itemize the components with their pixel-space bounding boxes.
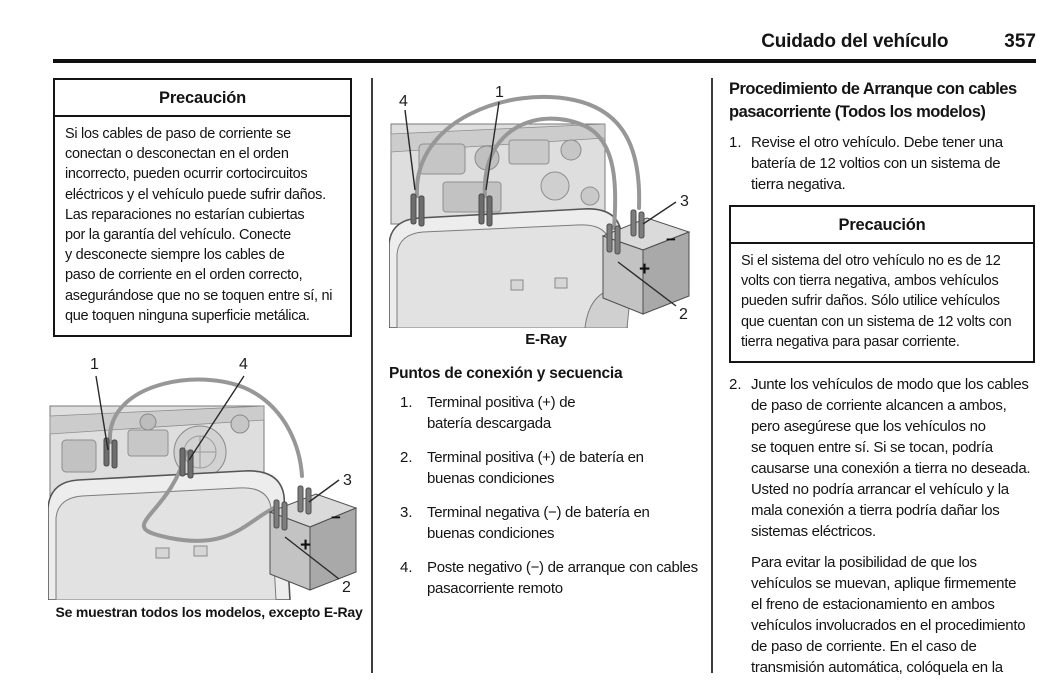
connections-heading: Puntos de conexión y secuencia [389, 365, 623, 382]
list-item: 4. Poste negativo (−) de arranque con ca… [389, 557, 703, 599]
continuation-paragraph: Para evitar la posibilidad de que los ve… [751, 554, 1026, 677]
caution-box-system: Precaución Si el sistema del otro vehícu… [729, 205, 1035, 364]
jumper-cable-illustration-eray: − + 4 1 3 2 [389, 84, 691, 328]
column-middle: − + 4 1 3 2 E-Ray Puntos de conexión y s… [389, 78, 703, 612]
list-item: 2. Terminal positiva (+) de batería en b… [389, 447, 703, 489]
battery-minus-icon: − [666, 230, 676, 249]
step-text: Revise el otro vehículo. Debe tener una … [751, 134, 1003, 193]
callout-label-4: 4 [239, 356, 248, 373]
figure-caption-standard: Se muestran todos los modelos, excepto E… [55, 604, 363, 621]
callout-label-4: 4 [399, 93, 408, 110]
column-left: Precaución Si los cables de paso de corr… [48, 78, 363, 620]
list-item-number: 4. [400, 559, 413, 576]
connection-list: 1. Terminal positiva (+) de batería desc… [389, 392, 703, 599]
page-number: 357 [1004, 31, 1036, 52]
list-item-number: 1. [400, 394, 413, 411]
column-divider-1 [371, 78, 373, 673]
page-header: Cuidado del vehículo 357 [53, 31, 1036, 53]
list-item-number: 3. [400, 504, 413, 521]
list-item: 3. Terminal negativa (−) de batería en b… [389, 502, 703, 544]
battery [601, 209, 691, 315]
callout-lines [95, 375, 340, 580]
procedure-heading: Procedimiento de Arranque con cables pas… [729, 80, 1017, 121]
callout-label-2: 2 [342, 579, 351, 596]
caution-box-order: Precaución Si los cables de paso de corr… [53, 78, 352, 338]
cable-clamps-bay [410, 193, 493, 227]
callout-label-3: 3 [343, 472, 352, 489]
trunk-tub [48, 470, 291, 601]
step-text: Junte los vehículos de modo que los cabl… [751, 376, 1031, 541]
callout-lines [404, 101, 677, 307]
battery-plus-icon: + [639, 259, 650, 280]
figure-standard-models: − + 1 4 3 2 Se muestran todos los modelo… [48, 350, 370, 620]
callout-label-1: 1 [495, 84, 504, 101]
callout-label-1: 1 [90, 356, 99, 373]
caution-title: Precaución [731, 207, 1033, 244]
list-item-text: Terminal positiva (+) de batería en buen… [427, 449, 644, 487]
list-item: 1. Terminal positiva (+) de batería desc… [389, 392, 703, 434]
caution-body: Si el sistema del otro vehículo no es de… [741, 253, 1012, 350]
step-item-1: 1. Revise el otro vehículo. Debe tener u… [729, 132, 1035, 195]
list-item-text: Terminal positiva (+) de batería descarg… [427, 394, 576, 432]
jumper-cable-illustration-standard: − + 1 4 3 2 [48, 356, 358, 601]
header-rule [53, 59, 1036, 63]
list-item-number: 2. [400, 449, 413, 466]
caution-title: Precaución [55, 80, 350, 117]
column-right: Procedimiento de Arranque con cables pas… [729, 78, 1035, 678]
battery-minus-icon: − [331, 508, 341, 527]
jumper-cables [107, 377, 304, 543]
caution-body: Si los cables de paso de corriente se co… [65, 126, 333, 324]
figure-caption-eray: E-Ray [525, 331, 567, 348]
jumper-cables [414, 94, 642, 230]
list-item-text: Terminal negativa (−) de batería en buen… [427, 504, 650, 542]
battery-plus-icon: + [300, 535, 311, 556]
step-item-2: 2. Junte los vehículos de modo que los c… [729, 374, 1035, 542]
callout-label-3: 3 [680, 193, 689, 210]
figure-eray: − + 4 1 3 2 E-Ray [389, 78, 703, 348]
section-title: Cuidado del vehículo [761, 31, 949, 52]
battery [268, 485, 358, 591]
list-item-text: Poste negativo (−) de arranque con cable… [427, 559, 698, 597]
step-number: 2. [729, 376, 742, 394]
step-number: 1. [729, 134, 742, 151]
column-divider-2 [711, 78, 713, 673]
trunk-tub [389, 208, 632, 328]
callout-label-2: 2 [679, 306, 688, 323]
